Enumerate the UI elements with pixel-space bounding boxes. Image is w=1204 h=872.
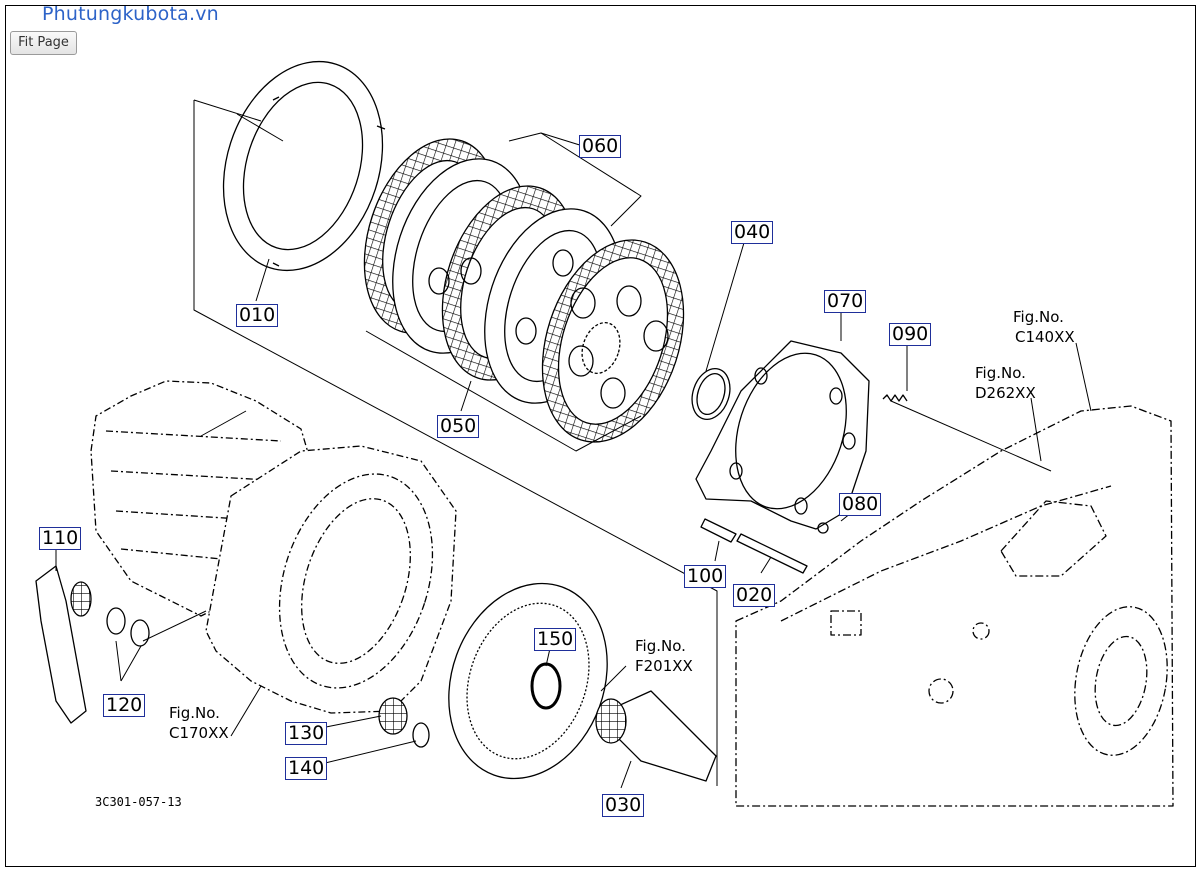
part-label-060[interactable]: 060 — [579, 135, 622, 158]
figure-ref-prefix: Fig.No. — [1013, 308, 1064, 326]
figure-ref-c170xx: Fig.No. C170XX — [169, 703, 229, 743]
bearing-130 — [378, 697, 408, 735]
lever-arm-110 — [35, 565, 150, 724]
drawing-frame: 010 020 030 040 050 060 070 080 090 100 … — [5, 5, 1196, 867]
figure-ref-code: D262XX — [975, 384, 1036, 402]
part-label-110[interactable]: 110 — [39, 527, 82, 550]
spring-090 — [882, 394, 908, 402]
figure-ref-prefix: Fig.No. — [975, 364, 1026, 382]
figure-ref-code: C170XX — [169, 724, 229, 742]
part-label-080[interactable]: 080 — [839, 493, 882, 516]
part-label-150[interactable]: 150 — [534, 628, 577, 651]
snap-ring-040 — [691, 368, 731, 420]
part-label-140[interactable]: 140 — [285, 757, 328, 780]
transmission-case — [735, 405, 1174, 807]
part-label-090[interactable]: 090 — [889, 323, 932, 346]
pin-100 — [700, 518, 737, 543]
part-label-070[interactable]: 070 — [824, 290, 867, 313]
part-label-120[interactable]: 120 — [103, 694, 146, 717]
site-title-link[interactable]: Phutungkubota.vn — [42, 3, 219, 25]
figure-ref-prefix: Fig.No. — [635, 637, 686, 655]
part-label-040[interactable]: 040 — [731, 221, 774, 244]
part-label-030[interactable]: 030 — [602, 794, 645, 817]
pin-020 — [736, 533, 808, 574]
part-label-020[interactable]: 020 — [733, 584, 776, 607]
drawing-code: 3C301-057-13 — [95, 795, 182, 809]
part-label-130[interactable]: 130 — [285, 722, 328, 745]
piston-plate-070 — [695, 340, 870, 534]
leader-lines — [55, 99, 1092, 789]
pressure-plate-010 — [222, 60, 386, 272]
part-label-050[interactable]: 050 — [437, 415, 480, 438]
fit-page-button[interactable]: Fit Page — [10, 31, 77, 55]
clutch-housing — [90, 380, 457, 714]
figure-ref-code: C140XX — [1015, 328, 1075, 346]
figure-ref-prefix: Fig.No. — [169, 704, 220, 722]
figure-ref-code: F201XX — [635, 657, 693, 675]
exploded-parts-diagram — [35, 60, 1174, 807]
figure-ref-f201xx: Fig.No. F201XX — [635, 636, 693, 676]
figure-ref-d262xx: Fig.No. D262XX — [975, 363, 1036, 403]
friction-plate-stack — [363, 138, 685, 443]
ring-gear-assembly — [448, 582, 717, 782]
clip-140 — [412, 722, 430, 748]
part-label-010[interactable]: 010 — [236, 304, 279, 327]
part-label-100[interactable]: 100 — [684, 565, 727, 588]
figure-ref-c140xx: Fig.No. C140XX — [1013, 307, 1075, 347]
